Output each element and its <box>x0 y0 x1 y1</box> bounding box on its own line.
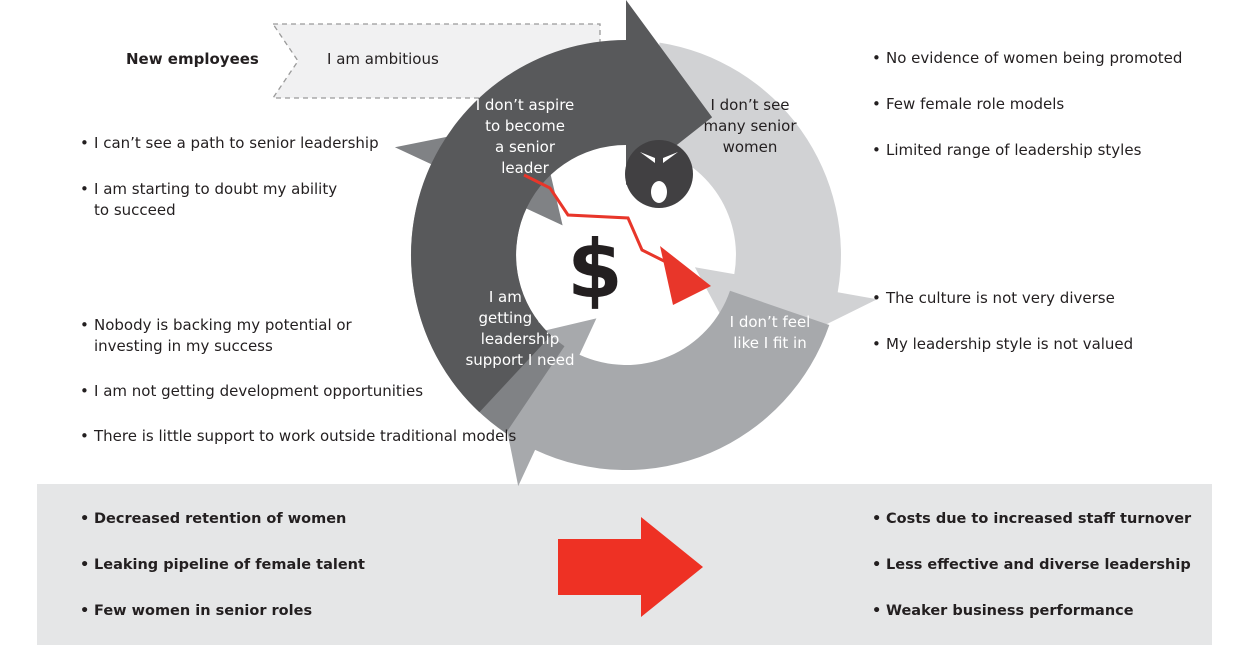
effects-list: Costs due to increased staff turnover Le… <box>872 509 1232 622</box>
note-item: I am starting to doubt my ability to suc… <box>80 179 420 221</box>
leak-arrowhead <box>660 246 711 305</box>
note-item: The culture is not very diverse <box>872 288 1242 309</box>
notes-top-right: No evidence of women being promoted Few … <box>872 48 1242 161</box>
cycle-segment-aspire <box>411 0 713 413</box>
effect-item: Weaker business performance <box>872 601 1232 622</box>
note-item: I can’t see a path to senior leadership <box>80 133 420 154</box>
segment-label-fit-in: I don’t feel like I fit in <box>729 313 811 352</box>
leak-line <box>523 173 673 267</box>
note-item: No evidence of women being promoted <box>872 48 1242 69</box>
note-item: My leadership style is not valued <box>872 334 1242 355</box>
effect-item: Less effective and diverse leadership <box>872 555 1232 576</box>
ambitious-statement: I am ambitious <box>327 50 439 68</box>
angry-face-icon <box>625 140 693 208</box>
notes-middle-right: The culture is not very diverse My leade… <box>872 288 1242 355</box>
consequence-arrow <box>558 517 703 617</box>
segment-label-see-women: I don’t see many senior women <box>703 96 797 156</box>
notes-top-left: I can’t see a path to senior leadership … <box>80 133 420 221</box>
note-item: Few female role models <box>872 94 1242 115</box>
effect-item: Costs due to increased staff turnover <box>872 509 1232 530</box>
cause-item: Decreased retention of women <box>80 509 520 530</box>
note-item: I am not getting development opportuniti… <box>80 381 580 402</box>
segment-label-aspire: I don’t aspire to become a senior leader <box>475 96 575 177</box>
note-item: Nobody is backing my potential or invest… <box>80 315 580 357</box>
note-item: There is little support to work outside … <box>80 426 580 447</box>
cause-item: Leaking pipeline of female talent <box>80 555 520 576</box>
note-item: Limited range of leadership styles <box>872 140 1242 161</box>
notes-bottom-left: Nobody is backing my potential or invest… <box>80 315 580 447</box>
new-employees-label: New employees <box>126 50 259 68</box>
cause-item: Few women in senior roles <box>80 601 520 622</box>
causes-list: Decreased retention of women Leaking pip… <box>80 509 520 622</box>
dollar-symbol: $ <box>567 223 623 316</box>
